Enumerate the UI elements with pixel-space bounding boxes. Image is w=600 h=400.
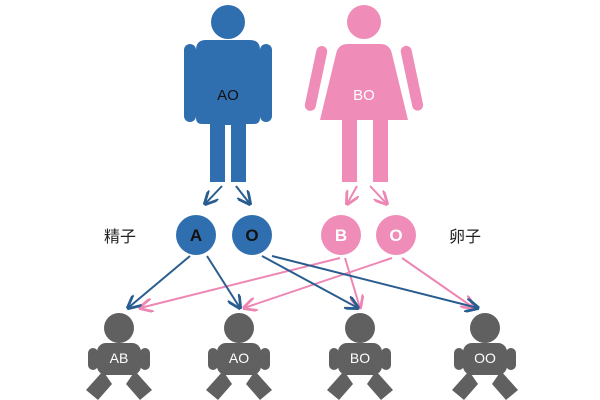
arrow-sperm-a-to-bo <box>206 255 240 308</box>
sperm-gamete-o: O <box>232 215 272 255</box>
egg-gamete-o: O <box>376 215 416 255</box>
offspring-ao: AO <box>206 313 272 400</box>
baby-figure-icon <box>206 313 272 400</box>
offspring-bo-label: BO <box>350 350 370 366</box>
offspring-ab: AB <box>86 313 152 400</box>
baby-figure-icon <box>327 313 393 400</box>
sperm-gamete-a-label: A <box>190 226 202 245</box>
arrow-sperm-a-to-ab <box>128 255 191 308</box>
sperm-gamete-a: A <box>176 215 216 255</box>
offspring-ao-label: AO <box>229 350 249 366</box>
offspring-oo-label: OO <box>474 350 496 366</box>
egg-gamete-o-label: O <box>389 226 402 245</box>
offspring-ab-label: AB <box>110 350 129 366</box>
baby-figure-icon <box>86 313 152 400</box>
father-genotype-label: AO <box>217 87 239 104</box>
father-figure: AO <box>184 5 272 182</box>
arrow-father-to-sperm-a <box>205 185 223 204</box>
offspring-bo: BO <box>327 313 393 400</box>
egg-label: 卵子 <box>449 227 481 246</box>
sperm-label: 精子 <box>104 227 136 246</box>
baby-figure-icon <box>452 313 518 400</box>
egg-gamete-b: B <box>321 215 361 255</box>
arrow-sperm-o-to-ao <box>261 255 358 308</box>
egg-gamete-b-label: B <box>335 226 347 245</box>
mother-genotype-label: BO <box>353 87 375 104</box>
arrow-sperm-o-to-oo <box>271 255 478 308</box>
male-figure-icon <box>184 5 272 182</box>
arrow-egg-b-to-bo <box>344 257 360 308</box>
arrow-mother-to-egg-o <box>369 185 387 204</box>
arrow-egg-b-to-ab <box>140 257 341 308</box>
arrow-egg-o-to-ao <box>244 257 393 308</box>
arrow-egg-o-to-oo <box>401 257 474 308</box>
sperm-gamete-o-label: O <box>245 226 258 245</box>
arrow-father-to-sperm-o <box>235 185 250 204</box>
female-figure-icon <box>304 5 424 182</box>
mother-figure: BO <box>304 5 424 182</box>
arrow-mother-to-egg-b <box>347 185 357 204</box>
offspring-oo: OO <box>452 313 518 400</box>
